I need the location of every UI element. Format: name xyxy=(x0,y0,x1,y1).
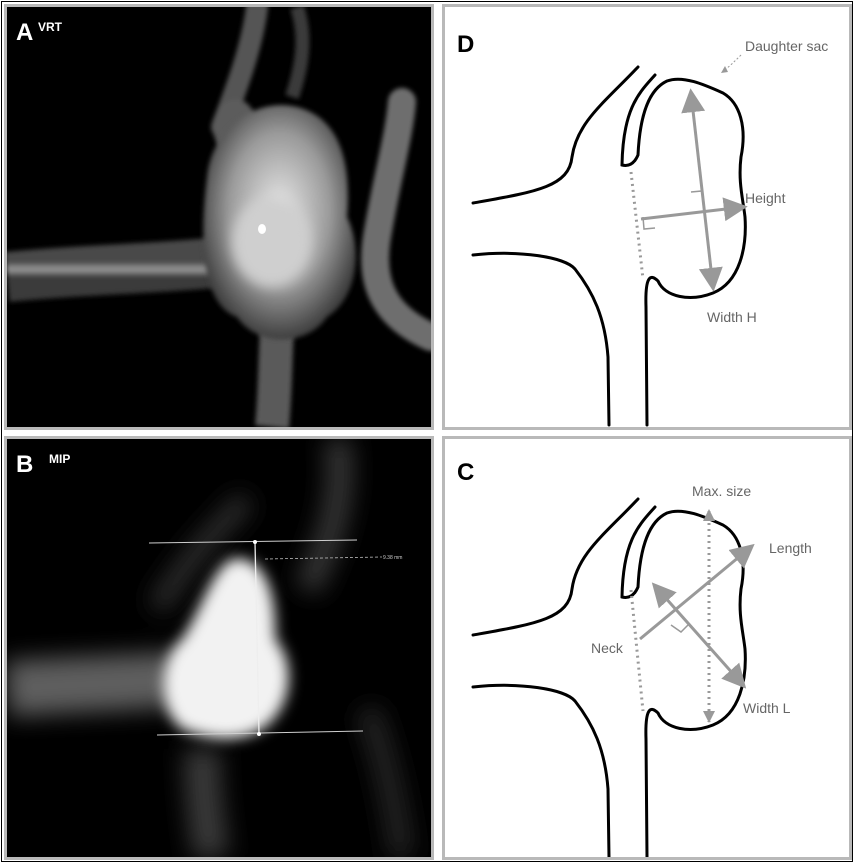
vrt-render xyxy=(7,7,431,427)
label-daughter-sac: Daughter sac xyxy=(745,38,828,54)
panel-b-letter: B xyxy=(16,453,33,477)
mip-render: 9.38 mm xyxy=(7,439,431,857)
parent-vessel-lower-wall xyxy=(473,685,609,857)
width-h-arrow xyxy=(641,207,743,219)
parent-vessel-upper-wall xyxy=(473,67,638,203)
label-neck: Neck xyxy=(591,640,624,656)
neck-line xyxy=(631,172,643,279)
panel-a-letter: A xyxy=(16,21,33,45)
panel-a-vrt: A VRT xyxy=(4,4,434,430)
aneurysm-sac-outline xyxy=(622,507,745,857)
panel-d-drawing: Daughter sac Height Width H xyxy=(445,7,849,427)
label-width-l: Width L xyxy=(743,700,791,716)
label-max-size: Max. size xyxy=(692,483,751,499)
panel-b-mip: 9.38 mm B MIP xyxy=(4,436,434,860)
label-length: Length xyxy=(769,540,812,556)
height-arrow xyxy=(691,93,713,287)
neck-line xyxy=(631,590,643,711)
panel-d-schematic: Daughter sac Height Width H D xyxy=(442,4,852,430)
panel-c-drawing: Max. size Length Neck Width L xyxy=(445,439,849,857)
panel-a-label: VRT xyxy=(38,21,62,33)
parent-vessel-upper-wall xyxy=(473,499,638,635)
panel-b-label: MIP xyxy=(49,453,70,465)
label-height: Height xyxy=(745,190,786,206)
panel-c-letter: C xyxy=(457,461,474,485)
parent-vessel-lower-wall xyxy=(473,253,609,425)
panel-c-schematic: Max. size Length Neck Width L C xyxy=(442,436,852,860)
panel-d-letter: D xyxy=(457,33,474,57)
label-width-h: Width H xyxy=(707,309,757,325)
length-arrow xyxy=(640,547,751,639)
measurement-label: 9.38 mm xyxy=(383,555,402,561)
width-l-arrow xyxy=(655,586,743,685)
